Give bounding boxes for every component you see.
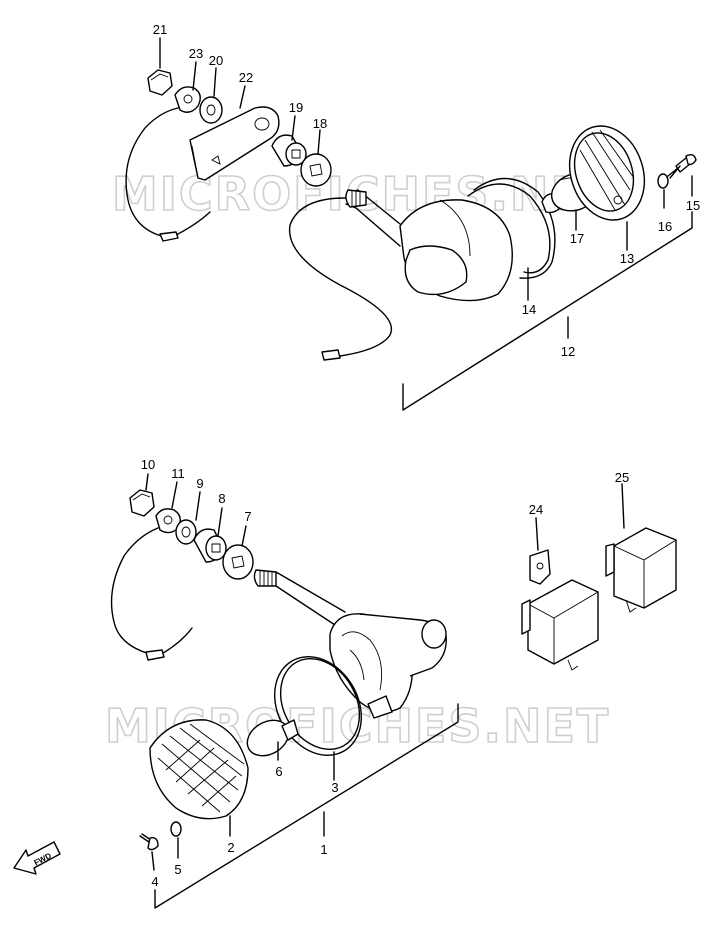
callout-23: 23 [189, 46, 203, 61]
relay-24 [521, 549, 599, 671]
ground-wire-23 [125, 86, 211, 242]
ground-wire-11 [110, 508, 193, 661]
fwd-arrow-icon: FWD [13, 841, 61, 875]
callout-12: 12 [561, 344, 575, 359]
lamp-housing-bottom [253, 569, 447, 719]
callout-5: 5 [174, 862, 181, 877]
callout-10: 10 [141, 457, 155, 472]
grommet-8 [193, 528, 227, 563]
bracket-line-1 [154, 703, 459, 909]
nut-10 [129, 489, 155, 517]
callout-1: 1 [320, 842, 327, 857]
callouts: 21 23 20 22 19 18 15 16 17 13 14 12 10 1… [141, 22, 700, 889]
relay-25 [605, 527, 677, 613]
callout-6: 6 [275, 764, 282, 779]
washer-18 [300, 153, 332, 187]
lamp-housing-top [345, 189, 513, 302]
washer-16 [657, 173, 669, 189]
callout-19: 19 [289, 100, 303, 115]
washer-5 [170, 821, 182, 837]
leader-lines [145, 37, 693, 871]
assembly-bottom [110, 489, 459, 909]
washer-9 [175, 519, 197, 545]
nut-21 [147, 69, 173, 96]
screw-15 [667, 153, 697, 179]
callout-18: 18 [313, 116, 327, 131]
bracket-line-12 [402, 211, 693, 411]
callout-21: 21 [153, 22, 167, 37]
callout-13: 13 [620, 251, 634, 266]
lens-2 [149, 719, 249, 820]
callout-14: 14 [522, 302, 536, 317]
callout-8: 8 [218, 491, 225, 506]
lamp-wire-top [288, 197, 392, 357]
assembly-top [125, 69, 697, 411]
callout-16: 16 [658, 219, 672, 234]
lens-13 [568, 125, 646, 221]
washer-20 [199, 96, 223, 124]
callout-17: 17 [570, 231, 584, 246]
callout-3: 3 [331, 780, 338, 795]
washer-7 [222, 544, 254, 580]
callout-24: 24 [529, 502, 543, 517]
grommet-19 [271, 134, 307, 167]
bracket-22 [189, 106, 280, 181]
callout-9: 9 [196, 476, 203, 491]
callout-25: 25 [615, 470, 629, 485]
gasket-14 [467, 177, 556, 279]
screw-4 [139, 833, 159, 851]
callout-7: 7 [244, 509, 251, 524]
callout-15: 15 [686, 198, 700, 213]
callout-11: 11 [171, 466, 185, 481]
wire-terminal-top [321, 349, 341, 361]
callout-2: 2 [227, 840, 234, 855]
callout-4: 4 [151, 874, 158, 889]
callout-20: 20 [209, 53, 223, 68]
callout-22: 22 [239, 70, 253, 85]
